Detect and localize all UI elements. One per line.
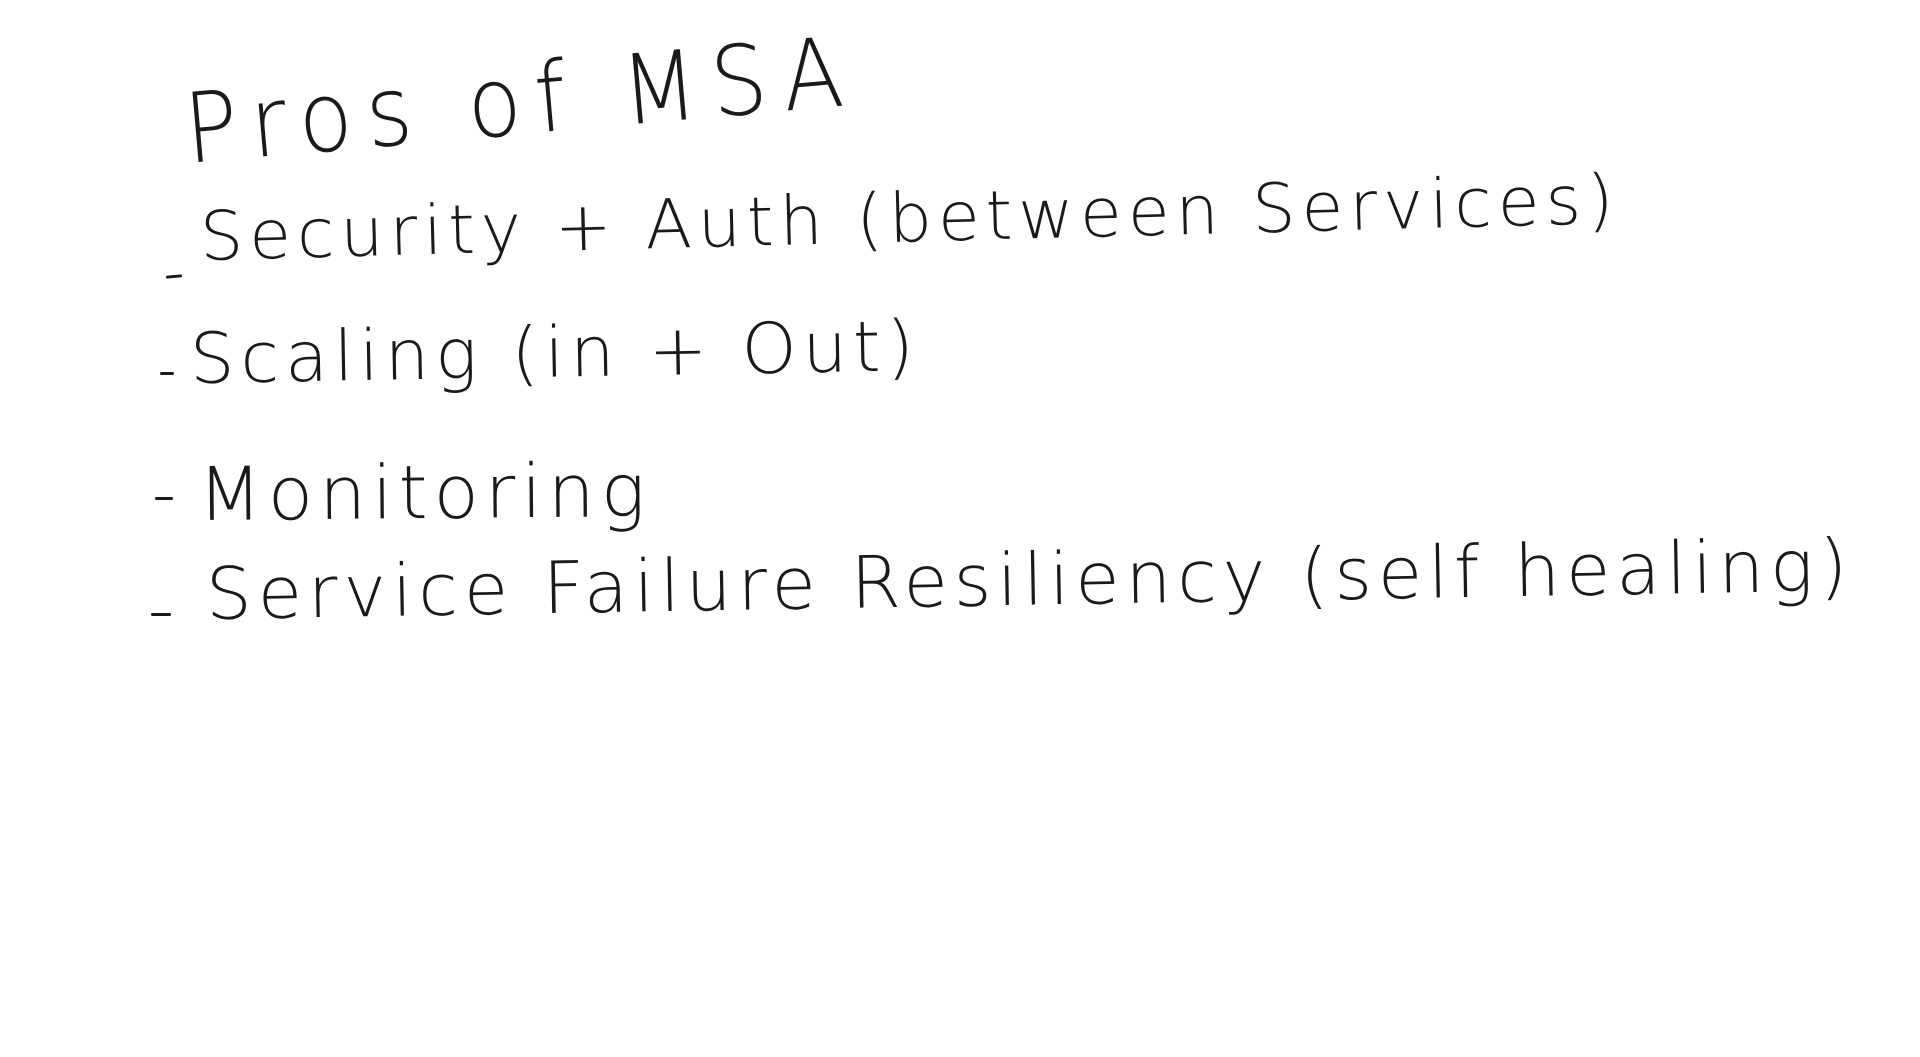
bullet-dash — [151, 613, 171, 616]
bullet-dash — [155, 497, 173, 500]
list-item: Service Failure Resiliency (self healing… — [205, 523, 1854, 636]
note-title: Pros of MSA — [180, 14, 862, 186]
list-item: Monitoring — [197, 448, 652, 538]
bullet-dash — [165, 274, 183, 279]
list-item: Security + Auth (between Services) — [198, 160, 1621, 277]
list-item: Scaling (in + Out) — [189, 305, 921, 400]
bullet-dash — [160, 372, 174, 375]
